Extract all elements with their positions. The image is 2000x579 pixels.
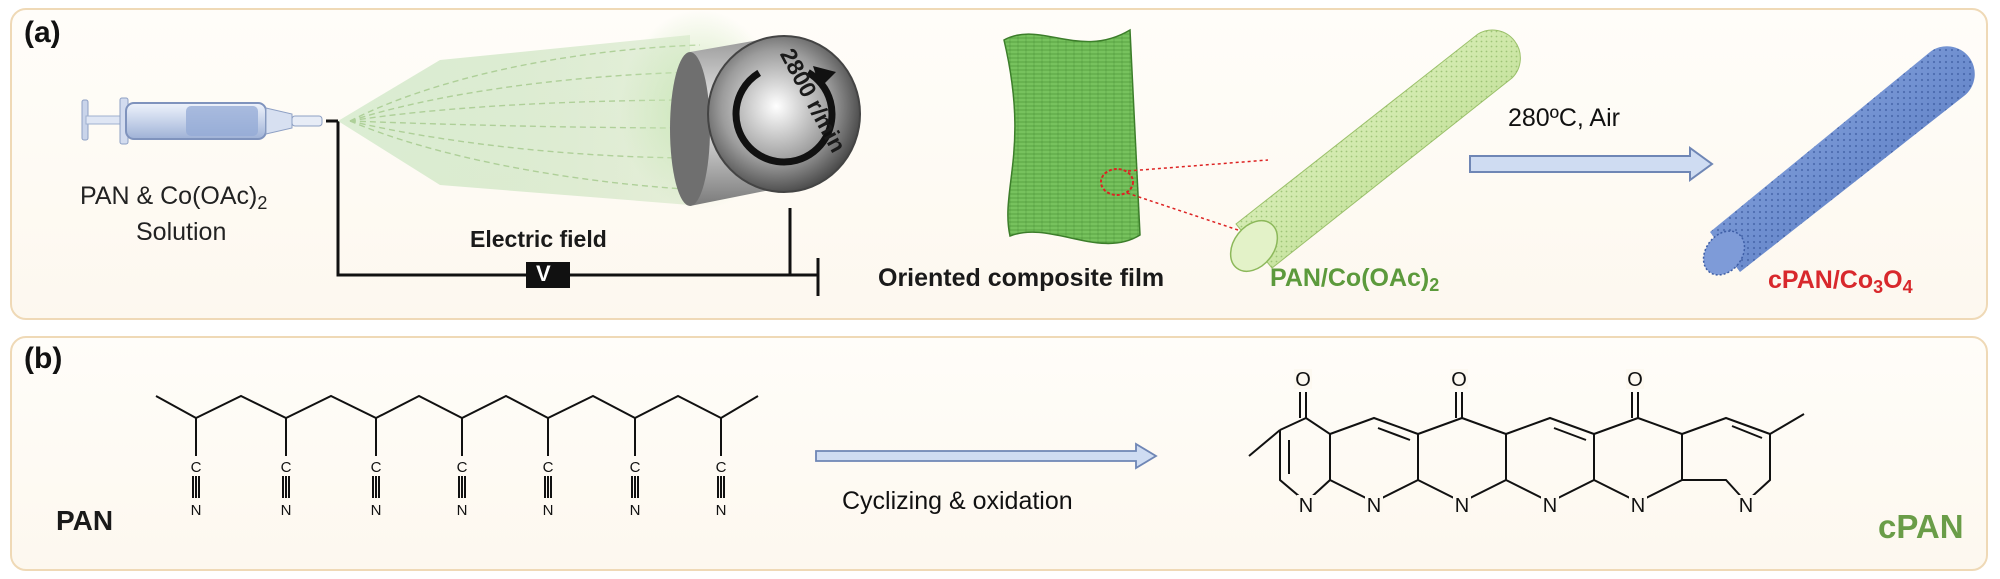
- pan-nitrile-groups: [192, 418, 725, 498]
- voltage-source-icon: [526, 262, 570, 288]
- nitrogen-atom-label: N: [1739, 495, 1753, 517]
- oxygen-atom-label: O: [1295, 369, 1311, 391]
- atom-label-bg: [1297, 495, 1315, 515]
- carbon-atom-label: C: [371, 459, 382, 476]
- nitrogen-atom-label: N: [281, 502, 292, 519]
- atom-label-bg: [1629, 495, 1647, 515]
- panel-b-label: (b): [24, 342, 63, 375]
- atom-label-bg: [1365, 495, 1383, 515]
- nitrogen-atom-label: N: [630, 502, 641, 519]
- atom-label-bg: [1541, 495, 1559, 515]
- collector-drum-icon: [620, 10, 861, 210]
- carbon-atom-label: C: [630, 459, 641, 476]
- atom-label-bg: [1450, 369, 1468, 389]
- composite-film-icon: [1003, 28, 1269, 245]
- calcination-arrow: [1469, 146, 1714, 182]
- nitrogen-atom-label: N: [1455, 495, 1469, 517]
- fiber-label: PAN/Co(OAc)2: [1270, 264, 1440, 296]
- nitrogen-atom-label: N: [1631, 495, 1645, 517]
- pan-backbone: [155, 394, 759, 420]
- cpan-ladder-structure: [1248, 392, 1805, 504]
- nitrogen-atom-label: N: [1543, 495, 1557, 517]
- calcination-arrow-label: 280ºC, Air: [1508, 104, 1620, 132]
- cpan-co3o4-fiber-icon: [1702, 46, 1975, 276]
- cyclization-arrow-label: Cyclizing & oxidation: [842, 487, 1073, 515]
- nitrogen-atom-label: N: [371, 502, 382, 519]
- carbon-atom-label: C: [457, 459, 468, 476]
- film-label: Oriented composite film: [878, 264, 1165, 292]
- nitrogen-atom-label: N: [1299, 495, 1313, 517]
- oxygen-atom-label: O: [1627, 369, 1643, 391]
- atom-label-bg: [1737, 495, 1755, 515]
- cyclization-arrow: [815, 442, 1158, 470]
- carbon-atom-label: C: [716, 459, 727, 476]
- nitrogen-atom-label: N: [716, 502, 727, 519]
- atom-label-bg: [1453, 495, 1471, 515]
- atom-label-bg: [1294, 369, 1312, 389]
- circuit-wires: [326, 119, 820, 296]
- nitrogen-atom-label: N: [1367, 495, 1381, 517]
- nitrogen-atom-label: N: [457, 502, 468, 519]
- pan-atom-labels: C N C N C N C N C N C N C N: [191, 459, 727, 519]
- panel-a-label: (a): [24, 16, 61, 49]
- nitrogen-atom-label: N: [543, 502, 554, 519]
- pan-fiber-icon: [1229, 29, 1521, 273]
- carbon-atom-label: C: [281, 459, 292, 476]
- cpan-atom-labels: O O O N N N N N N: [1294, 369, 1755, 517]
- voltage-symbol: V: [536, 261, 551, 286]
- pan-label: PAN: [56, 505, 114, 536]
- solution-label-line2: Solution: [136, 218, 227, 246]
- nitrogen-atom-label: N: [191, 502, 202, 519]
- product-label: cPAN/Co3O4: [1768, 266, 1913, 298]
- carbon-atom-label: C: [191, 459, 202, 476]
- syringe-icon: [81, 97, 323, 145]
- carbon-atom-label: C: [543, 459, 554, 476]
- solution-label: PAN & Co(OAc)2: [80, 182, 268, 214]
- cpan-label: cPAN: [1878, 508, 1964, 545]
- atom-label-bg: [1626, 369, 1644, 389]
- electric-field-label: Electric field: [470, 226, 607, 252]
- oxygen-atom-label: O: [1451, 369, 1467, 391]
